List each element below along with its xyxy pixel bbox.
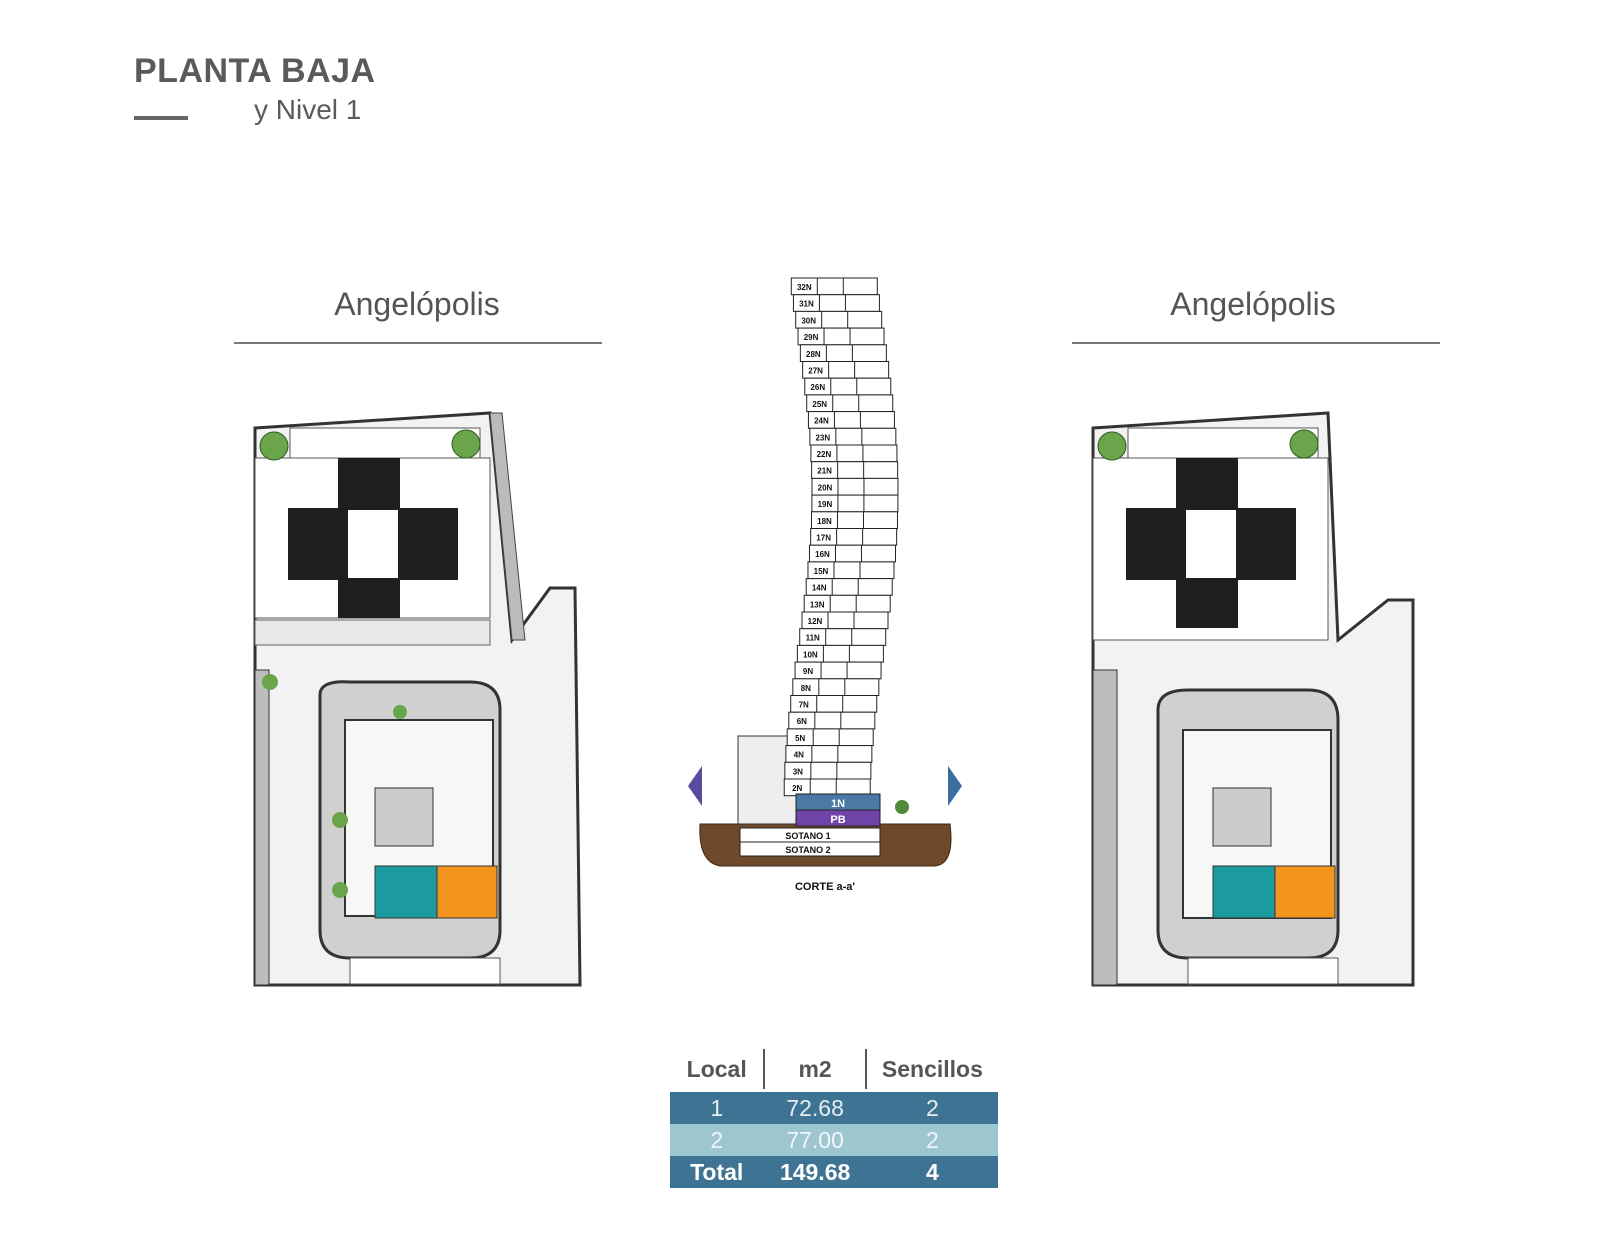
cell-sencillos: 2 <box>926 1126 939 1153</box>
floor-label: 19N <box>818 500 833 509</box>
floor-label: 6N <box>797 717 807 726</box>
table-row: 1 72.68 2 <box>670 1092 998 1124</box>
left-plan-rule <box>234 342 602 344</box>
total-sencillos: 4 <box>926 1158 939 1185</box>
right-plan-title: Angelópolis <box>1170 286 1336 322</box>
floor-stack: 32N 31N 30N 29N 28N 27N 26N 25N 24N 23N 22N 21N 20N 1… <box>783 277 899 797</box>
right-floor-plan <box>1091 411 1415 987</box>
floor-label: 24N <box>814 417 829 426</box>
header-separator <box>763 1049 766 1089</box>
building-section: 32N 31N 30N 29N 28N 27N 26N 25N 24N 23N 22N 21N 20N 1… <box>688 277 962 893</box>
level-1n-label: 1N <box>831 798 845 810</box>
floor-label: 13N <box>810 600 825 609</box>
floor-label: 14N <box>812 584 827 593</box>
sotano-2-label: SOTANO 2 <box>785 845 830 855</box>
floor-label: 29N <box>804 333 819 342</box>
floor-label: 4N <box>794 751 804 760</box>
floor-label: 23N <box>815 433 830 442</box>
floor-label: 20N <box>818 483 833 492</box>
cell-m2: 72.68 <box>786 1094 844 1121</box>
floor-label: 8N <box>801 684 811 693</box>
floor-label: 25N <box>812 400 827 409</box>
section-caption: CORTE a-a' <box>795 881 855 893</box>
cell-sencillos: 2 <box>926 1094 939 1121</box>
level-pb-label: PB <box>830 814 845 826</box>
floor-label: 12N <box>808 617 823 626</box>
sotano-1-label: SOTANO 1 <box>785 831 830 841</box>
floor-label: 2N <box>792 784 802 793</box>
total-label: Total <box>690 1158 744 1185</box>
cell-local: 1 <box>710 1094 724 1121</box>
table-row: 2 77.00 2 <box>670 1124 998 1156</box>
title-underline <box>134 116 188 120</box>
table-header: Local m2 Sencillos <box>670 1046 998 1092</box>
floor-label: 26N <box>810 383 825 392</box>
floor-label: 18N <box>817 517 832 526</box>
header-separator <box>864 1049 867 1089</box>
floor-label: 28N <box>806 350 821 359</box>
locales-table: Local m2 Sencillos 1 72.68 2 2 77.00 2 T… <box>670 1046 998 1188</box>
header-local: Local <box>686 1055 747 1082</box>
floor-label: 11N <box>806 634 820 643</box>
cell-m2: 77.00 <box>786 1126 844 1153</box>
floor-label: 32N <box>797 283 812 292</box>
floor-label: 3N <box>793 767 803 776</box>
left-floor-plan <box>253 411 582 987</box>
floor-label: 22N <box>817 450 832 459</box>
page-subtitle: y Nivel 1 <box>254 94 362 125</box>
floor-label: 31N <box>799 300 814 309</box>
floor-label: 27N <box>808 367 823 376</box>
floor-label: 30N <box>801 316 816 325</box>
floor-label: 15N <box>814 567 829 576</box>
total-m2: 149.68 <box>779 1158 851 1185</box>
header-m2: m2 <box>798 1055 832 1082</box>
right-plan-rule <box>1072 342 1440 344</box>
floor-label: 7N <box>799 701 809 710</box>
header-sencillos: Sencillos <box>881 1055 983 1082</box>
floor-label: 10N <box>803 650 818 659</box>
page-title: PLANTA BAJA <box>134 52 376 90</box>
floor-label: 9N <box>803 667 813 676</box>
floor-label: 5N <box>795 734 805 743</box>
left-plan-title: Angelópolis <box>334 286 500 322</box>
level-pb-band <box>795 809 881 827</box>
floor-label: 21N <box>817 467 832 476</box>
floor-label: 16N <box>815 550 830 559</box>
table-total-row: Total 149.68 4 <box>670 1156 998 1188</box>
cell-local: 2 <box>710 1126 724 1153</box>
floor-label: 17N <box>816 534 831 543</box>
